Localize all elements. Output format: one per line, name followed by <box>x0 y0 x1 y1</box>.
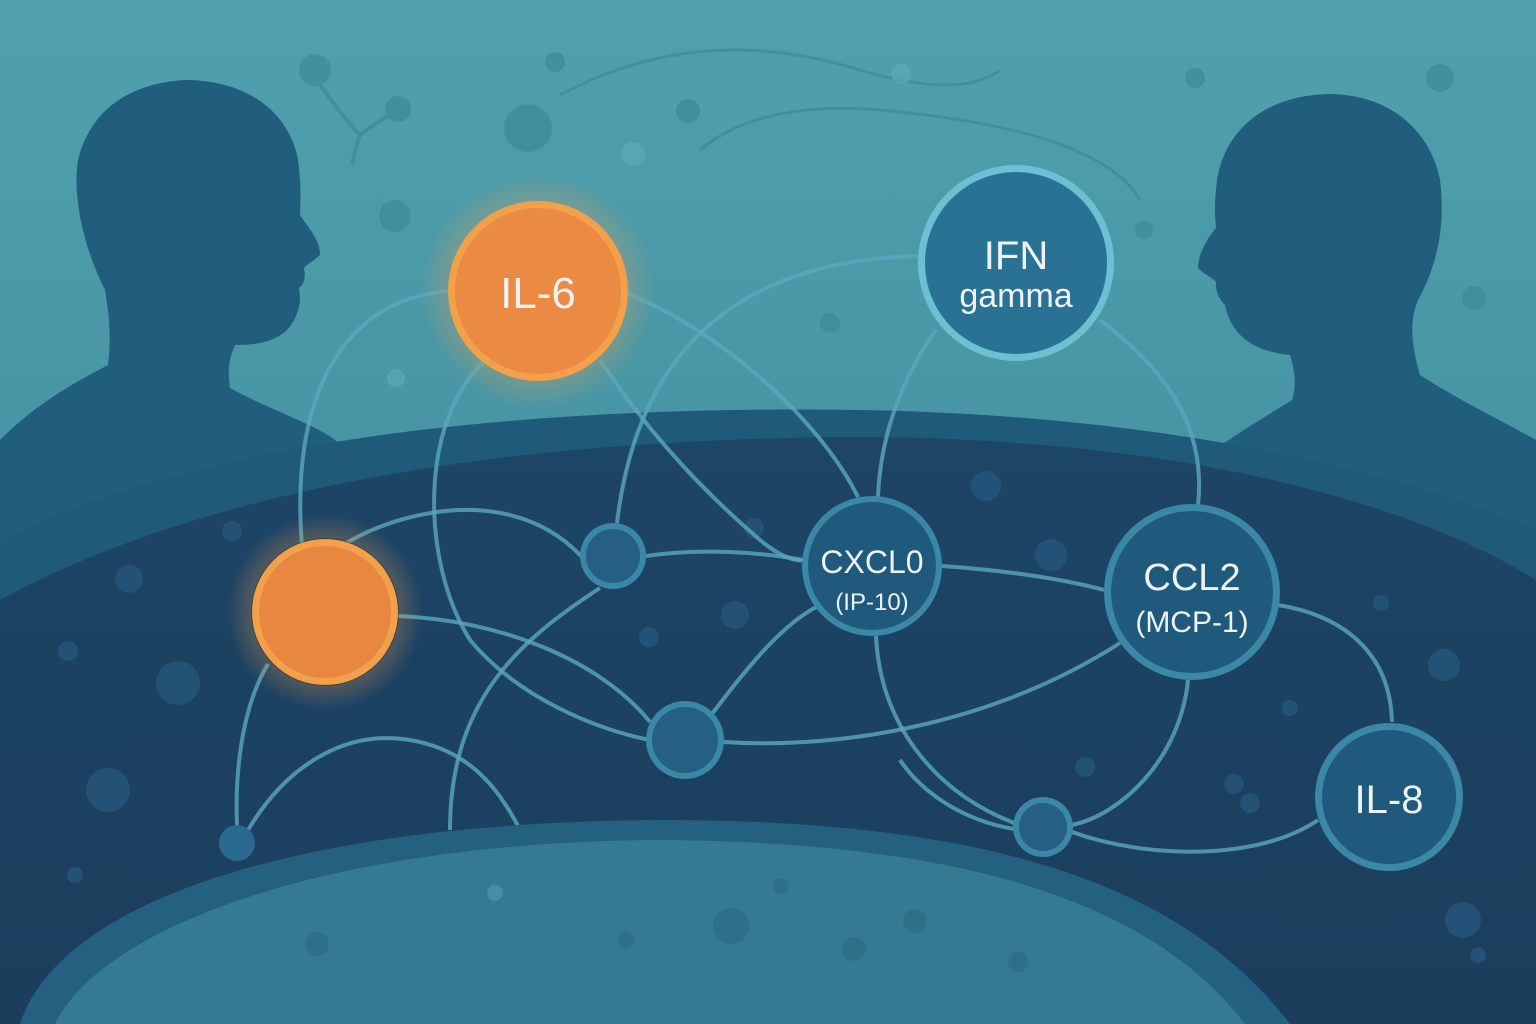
cxcl10-fill <box>808 502 936 630</box>
node-ifn-gamma[interactable]: IFN gamma <box>918 165 1114 361</box>
node-il8[interactable]: IL-8 <box>1315 723 1463 871</box>
background-light-dots <box>387 64 911 387</box>
cxcl10-label-line1: CXCL0 <box>820 544 923 580</box>
il8-fill <box>1322 730 1456 864</box>
node-small-a[interactable] <box>580 523 646 589</box>
ifn-label-line1: IFN <box>984 234 1048 278</box>
band-dots <box>58 471 1486 963</box>
node-il6[interactable]: IL-6 <box>448 201 628 381</box>
ifn-fill <box>925 172 1107 354</box>
node-small-b[interactable] <box>646 701 724 779</box>
ifn-label-line2: gamma <box>959 277 1072 315</box>
person-right-silhouette <box>1198 94 1536 560</box>
dome-dots <box>305 878 1028 972</box>
node-small-d[interactable] <box>219 825 255 861</box>
orange-node-fill <box>259 546 391 678</box>
il8-label: IL-8 <box>1355 778 1424 822</box>
small-node-d-fill <box>219 825 255 861</box>
small-node-c-fill <box>1019 803 1067 851</box>
dome-light-dot <box>487 885 503 901</box>
cxcl10-label-line2: (IP-10) <box>835 589 908 616</box>
network-edges <box>234 254 1394 854</box>
il6-label: IL-6 <box>500 269 576 318</box>
il6-fill <box>455 208 621 374</box>
ccl2-label-line1: CCL2 <box>1143 557 1240 599</box>
bottom-dome <box>55 840 1245 1024</box>
ccl2-label-line2: (MCP-1) <box>1135 606 1248 639</box>
small-node-b-fill <box>652 707 718 773</box>
node-orange-unlabeled[interactable] <box>251 538 399 686</box>
node-ccl2[interactable]: CCL2 (MCP-1) <box>1104 504 1280 680</box>
person-left-silhouette <box>0 80 340 560</box>
node-small-c[interactable] <box>1013 797 1073 857</box>
background-molecules <box>299 48 1486 333</box>
node-cxcl10[interactable]: CXCL0 (IP-10) <box>802 496 942 636</box>
ccl2-fill <box>1111 511 1273 673</box>
small-node-a-fill <box>586 529 640 583</box>
